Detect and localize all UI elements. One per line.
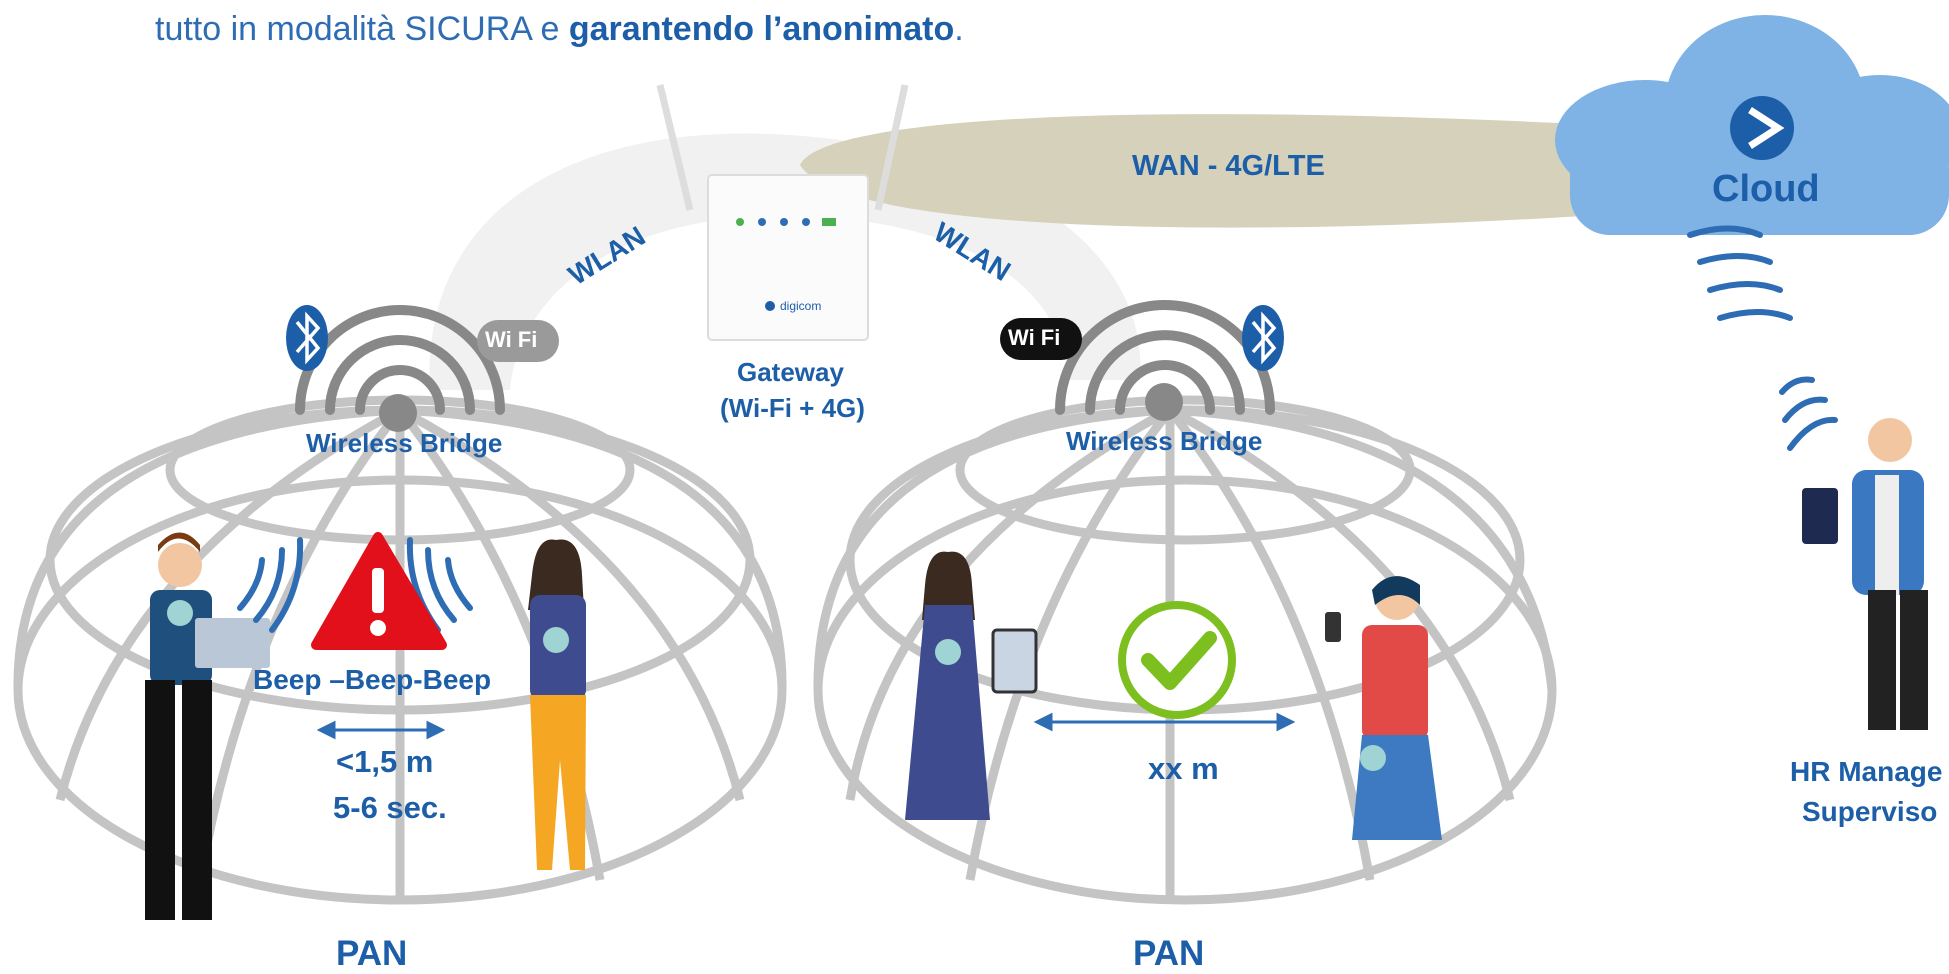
bridge-hub-right (1145, 383, 1183, 421)
bluetooth-left-icon (286, 305, 328, 371)
wan-label: WAN - 4G/LTE (1132, 150, 1325, 182)
warning-icon (311, 532, 447, 650)
distance-right-text: xx m (1148, 751, 1219, 786)
wifi-badge-right-icon (1000, 318, 1082, 360)
person-with-tablet (905, 551, 1038, 820)
distance-arrow-left (316, 720, 446, 740)
signal-waves-left-icon (237, 537, 473, 633)
pan-right-label: PAN (1133, 934, 1205, 973)
person-with-laptop (145, 532, 270, 920)
check-icon (1118, 601, 1236, 719)
distance-arrow-right (1033, 712, 1296, 732)
alert-text: Beep –Beep-Beep (253, 664, 492, 695)
wifi-badge-right-text: Wi Fi (1008, 325, 1061, 350)
duration-text: 5-6 sec. (333, 790, 447, 825)
cloud-label: Cloud (1712, 168, 1820, 210)
tag-device-left (167, 600, 193, 626)
intro-end: . (954, 10, 964, 48)
signal-waves-supervisor-icon (1779, 376, 1838, 451)
wifi-badge-left-icon (477, 320, 559, 362)
bridge-right-label: Wireless Bridge (1066, 426, 1263, 456)
cloud-signal-icon (1687, 225, 1793, 321)
bridge-left-label: Wireless Bridge (306, 428, 503, 458)
person-woman-left (528, 539, 586, 870)
gateway-router (656, 84, 909, 341)
intro-plain: tutto in modalità SICURA e (155, 10, 569, 48)
wan-band (800, 114, 1600, 228)
bluetooth-right-icon (1242, 305, 1284, 371)
bridge-hub-left (379, 394, 417, 432)
chevron-right-icon (1748, 107, 1785, 149)
gateway-label-line1: Gateway (737, 357, 844, 387)
person-woman-right (1325, 576, 1442, 840)
distance-left-text: <1,5 m (336, 744, 434, 779)
intro-text: tutto in modalità SICURA e garantendo l’… (155, 10, 964, 49)
supervisor-label-line1: HR Manage (1790, 756, 1943, 787)
wifi-badge-left-text: Wi Fi (485, 327, 538, 352)
gateway-brand: digicom (780, 299, 822, 313)
person-supervisor (1802, 418, 1928, 730)
supervisor-label-line2: Superviso (1802, 796, 1938, 827)
cloud-play-icon (1730, 96, 1794, 160)
pan-left-label: PAN (336, 934, 408, 973)
intro-bold: garantendo l’anonimato (568, 10, 955, 48)
gateway-label-line2: (Wi-Fi + 4G) (720, 393, 865, 423)
